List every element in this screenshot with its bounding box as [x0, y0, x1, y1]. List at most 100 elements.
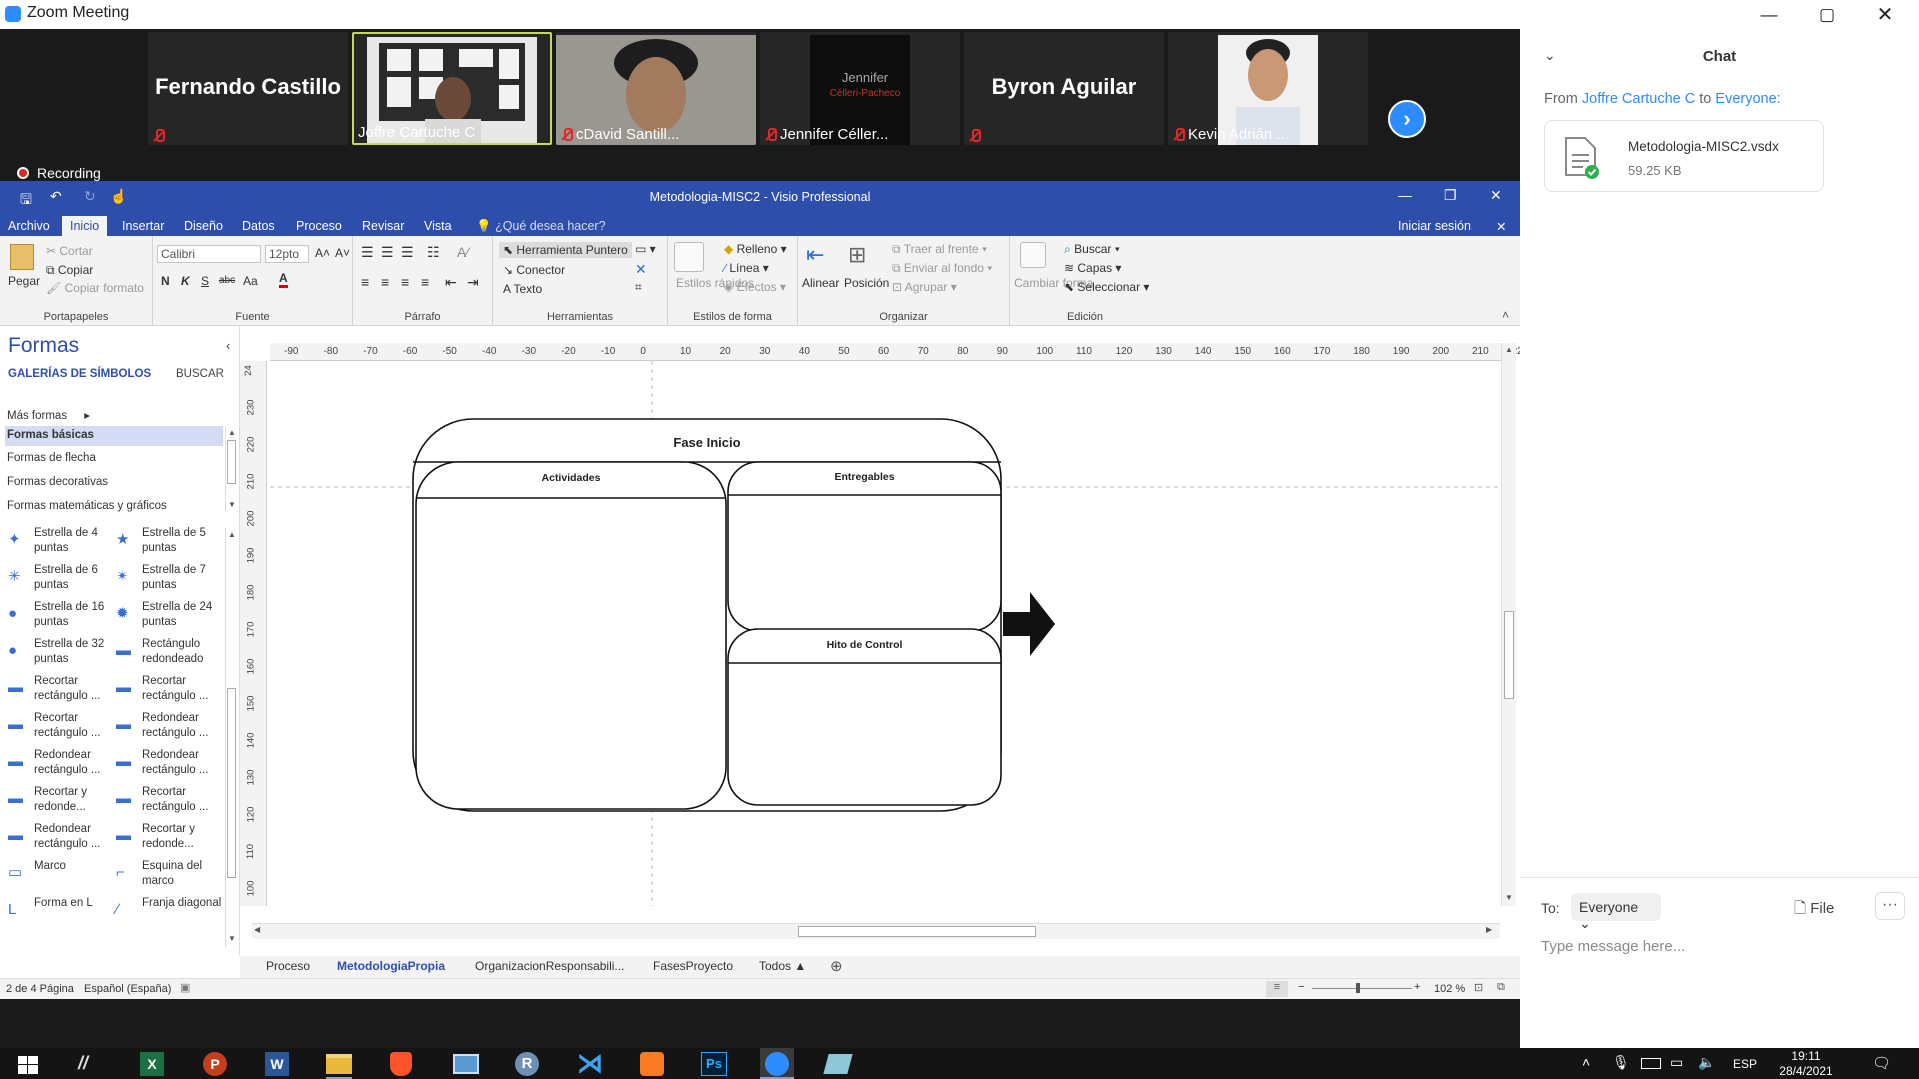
recipient-link[interactable]: Everyone: [1715, 91, 1781, 107]
fill-button[interactable]: ◆ Relleno ▾ [724, 242, 787, 256]
clock-time[interactable]: 19:11 [1791, 1049, 1821, 1063]
stencil-item-active[interactable]: Formas básicas [5, 426, 223, 446]
fit-window-icon[interactable]: ⊡ [1474, 982, 1484, 994]
undo-icon[interactable]: ↶ [50, 188, 62, 204]
align-shapes-icon[interactable]: ⇤ [806, 242, 825, 267]
participant-tile[interactable]: Kevin Adrián ... [1168, 32, 1368, 145]
participant-tile[interactable]: Fernando Castillo [148, 32, 348, 145]
phase-title[interactable]: Fase Inicio [673, 435, 741, 450]
shape-item[interactable]: Recortar y redonde... [142, 823, 196, 850]
photoshop-icon[interactable]: Ps [701, 1052, 727, 1076]
align-top-icon[interactable]: ☰ [361, 244, 374, 260]
align-button[interactable]: Alinear [802, 276, 840, 290]
pointer-tool-icon[interactable]: ☝ [110, 188, 128, 204]
change-case-button[interactable]: Aa [243, 274, 258, 288]
collapse-ribbon-icon[interactable]: ˄ [1502, 308, 1510, 322]
chevron-down-icon[interactable]: ⌄ [1544, 47, 1556, 63]
powerpoint-icon[interactable]: P [203, 1052, 227, 1076]
tab-diseno[interactable]: Diseño [184, 219, 223, 233]
shape-item[interactable]: Estrella de 32 puntas [34, 638, 105, 665]
brave-icon[interactable] [390, 1052, 412, 1076]
redo-icon[interactable]: ↻ [84, 188, 96, 204]
windows-start-icon[interactable] [18, 1056, 38, 1074]
shape-item[interactable]: Recortar y redonde... [34, 786, 88, 813]
shape-item[interactable]: Forma en L [34, 897, 93, 909]
underline-button[interactable]: S [201, 274, 210, 288]
crop-icon[interactable]: ⌗ [635, 280, 642, 294]
maximize-button[interactable]: ▢ [1818, 4, 1836, 24]
connector-button[interactable]: ↘ Conector [503, 263, 566, 277]
fit-page-icon[interactable]: ≡ [1266, 981, 1288, 997]
word-icon[interactable]: W [265, 1052, 289, 1076]
file-button[interactable]: 🗋 File [1794, 900, 1835, 917]
more-shapes-menu[interactable]: Más formas ▸ [7, 410, 91, 422]
tab-stencils[interactable]: GALERÍAS DE SÍMBOLOS [8, 368, 152, 380]
page-tab[interactable]: FasesProyecto [653, 959, 734, 973]
align-bottom-icon[interactable]: ☰ [401, 244, 414, 260]
tab-insertar[interactable]: Insertar [122, 219, 165, 233]
zoom-slider-thumb[interactable] [1356, 983, 1360, 993]
tab-datos[interactable]: Datos [242, 219, 275, 233]
xampp-icon[interactable] [640, 1052, 664, 1076]
visio-minimize-button[interactable]: — [1398, 187, 1412, 203]
app-tool-icon[interactable]: // [78, 1053, 89, 1073]
vscode-icon[interactable]: ⋊ [577, 1048, 603, 1078]
participant-tile[interactable]: cDavid Santill... [556, 32, 756, 145]
text-button[interactable]: A Texto [503, 282, 543, 296]
clock-date[interactable]: 28/4/2021 [1779, 1064, 1833, 1078]
message-input[interactable]: Type message here... [1541, 938, 1686, 955]
participant-tile[interactable]: Jennifer Célleri-Pacheco Jennifer Céller… [760, 32, 960, 145]
file-attachment-card[interactable]: Metodologia-MISC2.vsdx 59.25 KB [1544, 120, 1824, 192]
shape-item[interactable]: Rectángulo redondeado [142, 638, 204, 665]
bullets-icon[interactable]: ☷ [427, 244, 440, 260]
shape-item[interactable]: Estrella de 16 puntas [34, 601, 105, 628]
format-painter-button[interactable]: 🖌 Copiar formato [46, 281, 144, 295]
connection-point-icon[interactable]: ✕ [635, 261, 647, 277]
save-icon[interactable]: 🖫 [20, 191, 32, 207]
layers-button[interactable]: ≋ Capas ▾ [1064, 261, 1122, 275]
text-rotate-icon[interactable]: A⁄ [457, 244, 469, 260]
tab-proceso[interactable]: Proceso [296, 219, 342, 233]
vertical-scrollbar[interactable]: ▲ ▼ [1501, 343, 1516, 906]
align-middle-icon[interactable]: ☰ [381, 244, 394, 260]
horizontal-scrollbar[interactable]: ◀ ▶ [252, 923, 1500, 939]
font-color-button[interactable]: A [279, 272, 288, 288]
next-page-button[interactable]: › [1388, 100, 1426, 138]
more-options-button[interactable]: ··· [1875, 892, 1905, 920]
network-icon[interactable]: ▭ [1670, 1054, 1684, 1070]
battery-icon[interactable] [1641, 1058, 1661, 1069]
page-indicator[interactable]: 2 de 4 Página [6, 983, 74, 995]
copy-button[interactable]: ⧉ Copiar [46, 263, 94, 277]
language-indicator[interactable]: Español (España) [84, 983, 172, 995]
shape-item[interactable]: Recortar rectángulo ... [34, 675, 101, 702]
shape-item[interactable]: Esquina del marco [142, 860, 203, 887]
strikethrough-button[interactable]: abc [219, 275, 236, 286]
app2-icon[interactable] [823, 1054, 853, 1074]
zoom-out-button[interactable]: − [1298, 981, 1305, 993]
font-family-select[interactable]: Calibri [157, 245, 261, 263]
file-explorer-icon[interactable] [326, 1054, 352, 1074]
decrease-indent-icon[interactable]: ⇤ [445, 274, 457, 290]
minimize-button[interactable]: — [1760, 4, 1778, 24]
grow-font-icon[interactable]: A˄ [315, 246, 331, 260]
participant-tile-speaking[interactable]: Joffre Cartuche C [352, 32, 552, 145]
deliverables-label[interactable]: Entregables [834, 471, 895, 483]
stencil-item[interactable]: Formas de flecha [7, 452, 96, 464]
line-button[interactable]: ∕ Línea ▾ [724, 261, 769, 275]
participant-tile[interactable]: Byron Aguilar [964, 32, 1164, 145]
page-tab-active[interactable]: MetodologiaPropia [337, 959, 445, 973]
shape-item[interactable]: Redondear rectángulo ... [142, 712, 209, 739]
align-center-icon[interactable]: ≡ [381, 274, 390, 290]
shape-item[interactable]: Franja diagonal [142, 897, 222, 909]
app-window-icon[interactable] [453, 1054, 479, 1074]
microphone-icon[interactable]: 🎙 [1612, 1054, 1630, 1070]
tab-archivo[interactable]: Archivo [8, 219, 50, 233]
effects-button[interactable]: ◈ Efectos ▾ [724, 280, 786, 294]
switch-windows-icon[interactable]: ⧉ [1497, 981, 1505, 993]
activities-label[interactable]: Actividades [541, 472, 601, 484]
drawing-page[interactable]: Fase Inicio Actividades Entregables Hito… [270, 361, 1501, 906]
font-size-select[interactable]: 12pto [265, 245, 309, 263]
justify-icon[interactable]: ≡ [421, 274, 430, 290]
rectangle-tool-icon[interactable]: ▭ ▾ [635, 242, 656, 256]
italic-button[interactable]: K [181, 274, 190, 288]
